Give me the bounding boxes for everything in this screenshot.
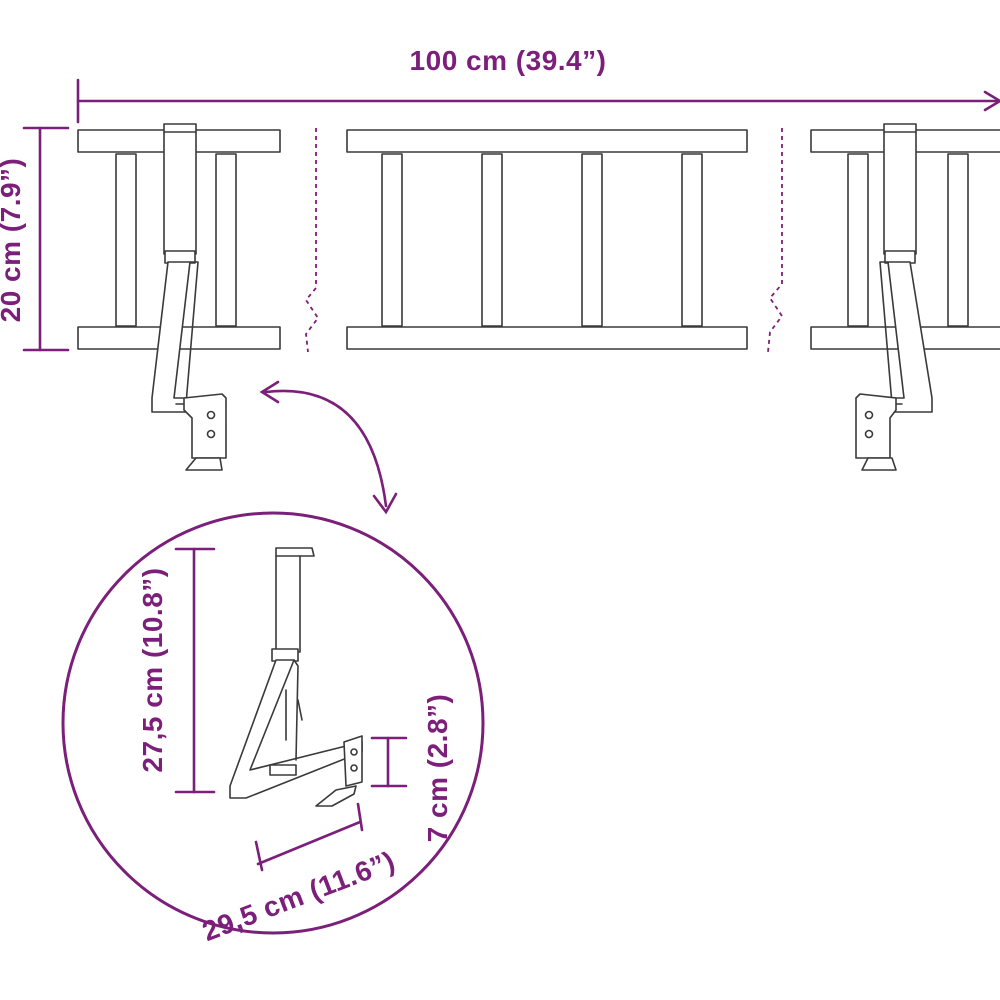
- bracket-clip: [861, 457, 897, 471]
- overall-length-dimension: 100 cm (39.4”): [76, 45, 1000, 124]
- slat: [581, 153, 603, 327]
- bracket-depth-dimension: 29,5 cm (11.6”): [198, 802, 399, 947]
- overall-length-label: 100 cm (39.4”): [410, 45, 607, 76]
- slat: [215, 153, 237, 327]
- rail-height-label: 20 cm (7.9”): [0, 158, 26, 323]
- top-rail-middle: [346, 129, 748, 153]
- screw-hole: [206, 429, 216, 439]
- bracket-arm: [855, 393, 897, 459]
- slat: [681, 153, 703, 327]
- detail-lower-clamp: [269, 764, 297, 776]
- clip-height-dimension: 7 cm (2.8”): [370, 694, 453, 843]
- overall-length-arrowhead: [983, 90, 1000, 112]
- screw-hole: [864, 410, 874, 420]
- detail-hook: [275, 547, 315, 653]
- slat: [847, 153, 869, 327]
- slat: [115, 153, 137, 327]
- screw-hole: [350, 748, 358, 756]
- screw-hole: [350, 764, 358, 772]
- detail-clip: [315, 785, 357, 807]
- slat: [947, 153, 969, 327]
- break-line-left: [304, 128, 320, 353]
- bracket-arm: [183, 393, 227, 459]
- bracket-height-dimension: 27,5 cm (10.8”): [137, 547, 216, 794]
- bracket-detail: [229, 547, 363, 807]
- bracket-left: [151, 123, 227, 471]
- screw-hole: [206, 410, 216, 420]
- detail-arm: [343, 735, 363, 787]
- detail-circle: [61, 511, 485, 935]
- bracket-hook: [883, 123, 917, 255]
- bracket-clip: [185, 457, 223, 471]
- bracket-right: [855, 123, 933, 471]
- slat: [381, 153, 403, 327]
- bracket-detail-view: 27,5 cm (10.8”) 7 cm (2.8”) 29,5 cm (11.…: [61, 511, 485, 947]
- bracket-hook: [163, 123, 197, 255]
- curved-double-arrow-icon: [259, 380, 398, 515]
- slat: [481, 153, 503, 327]
- break-line-right: [767, 128, 784, 353]
- screw-hole: [864, 429, 874, 439]
- rail-height-dimension: 20 cm (7.9”): [0, 126, 70, 352]
- rail-section-middle: [346, 129, 748, 350]
- clip-height-label: 7 cm (2.8”): [422, 694, 453, 843]
- planter-rail: [77, 128, 1000, 353]
- bracket-height-label: 27,5 cm (10.8”): [137, 567, 168, 772]
- bottom-rail-middle: [346, 326, 748, 350]
